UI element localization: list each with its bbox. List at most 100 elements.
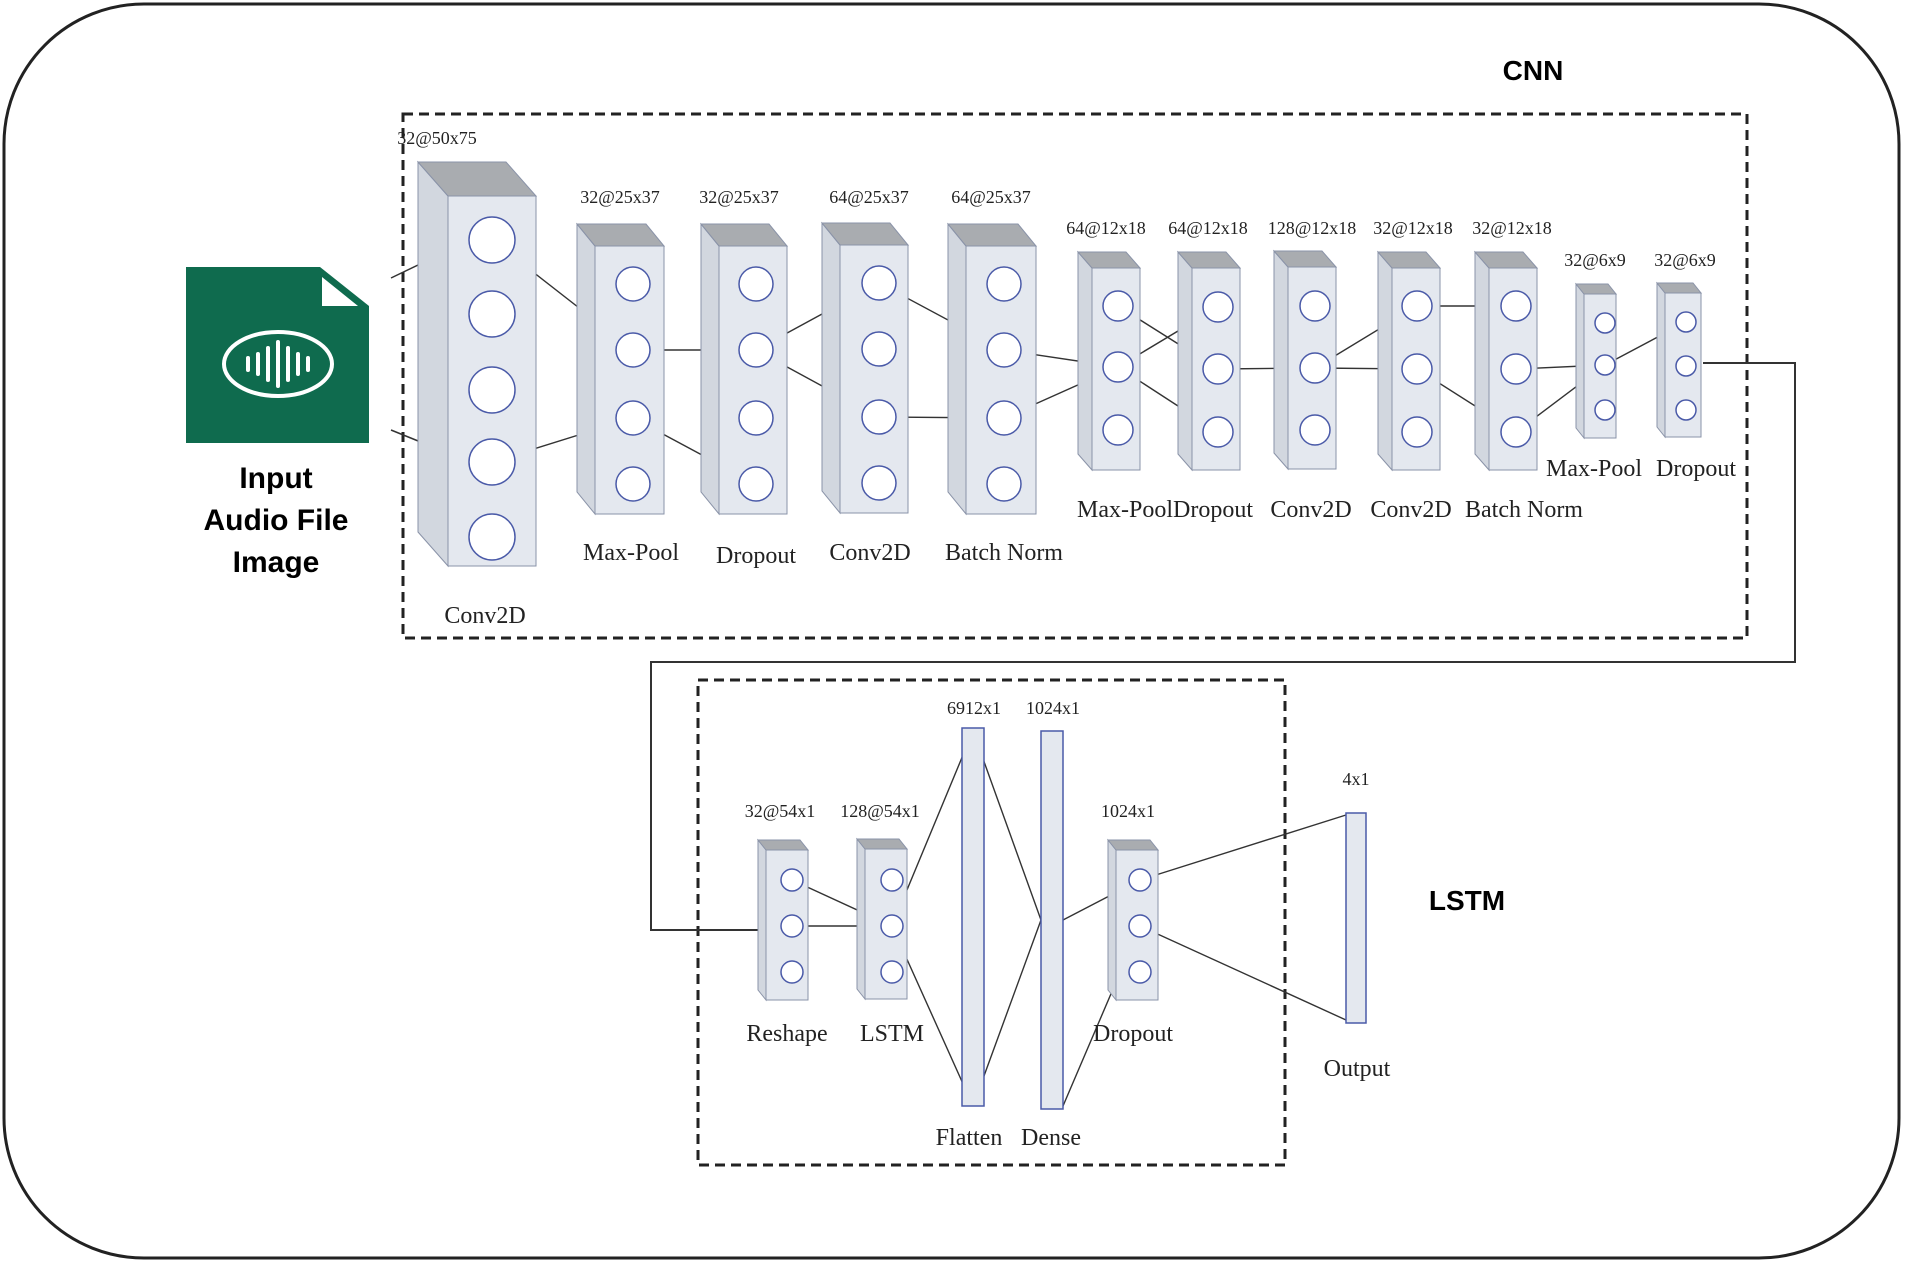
cnn-layer-shape: 32@25x37	[699, 187, 779, 207]
cnn-conv2d-node	[468, 290, 516, 338]
cnn-dropout-node	[1675, 399, 1697, 421]
lstm-reshape-node	[780, 960, 804, 984]
cnn-layer-name: Conv2D	[1370, 497, 1451, 523]
cnn-max-pool-node	[1102, 414, 1134, 446]
cnn-max-pool-node	[615, 400, 651, 436]
cnn-layer-name: Batch Norm	[1465, 497, 1583, 523]
lstm-layer-flatten-bar	[961, 727, 985, 1107]
lstm-layer-output-bar	[1345, 812, 1367, 1024]
lstm-dropout-node	[1128, 914, 1152, 938]
cnn-dropout-node	[1202, 353, 1234, 385]
lstm-section-box	[696, 678, 1287, 1167]
cnn-layer-name: Max-Pool	[1546, 456, 1642, 482]
cnn-conv2d-node	[468, 366, 516, 414]
lstm-reshape-node	[780, 868, 804, 892]
lstm-layer-shape: 128@54x1	[840, 801, 920, 821]
cnn-conv2d-node	[468, 438, 516, 486]
cnn-conv2d-node	[861, 331, 897, 367]
cnn-max-pool-node	[1102, 351, 1134, 383]
cnn-conv2d-node	[1299, 414, 1331, 446]
cnn-layer-shape: 32@6x9	[1654, 250, 1716, 270]
block-side-face	[576, 222, 596, 516]
block-top-face	[1106, 839, 1160, 851]
cnn-dropout-node	[1202, 291, 1234, 323]
connection-line	[1139, 925, 1347, 1021]
connection-line	[1139, 814, 1347, 881]
cnn-layer-max-pool-block	[575, 222, 666, 516]
cnn-conv2d-node	[1401, 353, 1433, 385]
cnn-dropout-node	[1202, 416, 1234, 448]
cnn-conv2d-node	[1299, 352, 1331, 384]
cnn-conv2d-node	[861, 265, 897, 301]
lstm-reshape-node	[780, 914, 804, 938]
cnn-conv2d-node	[861, 399, 897, 435]
cnn-dropout-node	[1675, 355, 1697, 377]
cnn-layer-shape: 64@25x37	[951, 187, 1031, 207]
block-side-face	[1273, 249, 1289, 471]
lstm-lstm-node	[880, 914, 904, 938]
cnn-layer-name: Conv2D	[829, 540, 910, 566]
cnn-dropout-node	[738, 266, 774, 302]
cnn-batch-norm-node	[986, 332, 1022, 368]
cnn-layer-conv2d-block	[820, 221, 910, 515]
cnn-dropout-node	[738, 466, 774, 502]
cnn-max-pool-node	[1594, 354, 1616, 376]
lstm-lstm-node	[880, 960, 904, 984]
cnn-max-pool-node	[1594, 312, 1616, 334]
block-side-face	[821, 221, 841, 515]
lstm-lstm-node	[880, 868, 904, 892]
cnn-dropout-node	[738, 332, 774, 368]
lstm-layer-shape: 4x1	[1343, 769, 1370, 789]
cnn-layer-shape: 128@12x18	[1268, 218, 1357, 238]
audio-file-icon	[186, 267, 369, 443]
block-top-face	[756, 839, 810, 851]
lstm-layer-name: LSTM	[860, 1021, 924, 1047]
cnn-layer-shape: 32@12x18	[1472, 218, 1552, 238]
cnn-max-pool-node	[615, 466, 651, 502]
cnn-layer-name: Dropout	[1656, 456, 1736, 482]
cnn-batch-norm-node	[1500, 290, 1532, 322]
block-side-face	[1377, 250, 1393, 472]
cnn-layer-name: Conv2D	[1270, 497, 1351, 523]
cnn-layer-name: Batch Norm	[945, 540, 1063, 566]
block-side-face	[1077, 250, 1093, 472]
cnn-conv2d-node	[1401, 290, 1433, 322]
input-label-line-2: Audio File	[204, 504, 349, 537]
cnn-section-label: CNN	[1503, 55, 1564, 86]
cnn-layer-shape: 32@12x18	[1373, 218, 1453, 238]
cnn-dropout-node	[1675, 311, 1697, 333]
cnn-batch-norm-node	[986, 266, 1022, 302]
cnn-layer-shape: 64@25x37	[829, 187, 909, 207]
cnn-conv2d-node	[1401, 416, 1433, 448]
cnn-batch-norm-node	[986, 400, 1022, 436]
block-side-face	[757, 838, 767, 1002]
input-label-line-3: Image	[233, 546, 320, 579]
cnn-layer-shape: 32@25x37	[580, 187, 660, 207]
cnn-max-pool-node	[615, 266, 651, 302]
lstm-layer-dense-bar	[1040, 730, 1064, 1110]
cnn-layer-name: Max-Pool	[583, 540, 679, 566]
lstm-dropout-node	[1128, 960, 1152, 984]
cnn-conv2d-node	[1299, 290, 1331, 322]
cnn-to-lstm-connector	[650, 362, 1796, 931]
cnn-layer-batch-norm-block	[946, 222, 1038, 516]
cnn-layer-name: Conv2D	[444, 603, 525, 629]
cnn-layer-name: Dropout	[1173, 497, 1253, 523]
cnn-layer-shape: 32@6x9	[1564, 250, 1626, 270]
cnn-max-pool-node	[615, 332, 651, 368]
cnn-section-box	[401, 112, 1749, 640]
cnn-layer-shape: 32@50x75	[397, 128, 477, 148]
cnn-layer-name: Dropout	[716, 543, 796, 569]
lstm-layer-name: Dense	[1021, 1125, 1081, 1151]
lstm-layer-shape: 6912x1	[947, 698, 1001, 718]
input-label-line-1: Input	[239, 462, 312, 495]
block-side-face	[700, 222, 720, 516]
lstm-layer-name: Output	[1324, 1056, 1391, 1082]
cnn-max-pool-node	[1102, 290, 1134, 322]
lstm-section-label: LSTM	[1429, 885, 1505, 916]
block-side-face	[1474, 250, 1490, 472]
cnn-conv2d-node	[468, 513, 516, 561]
block-side-face	[1575, 282, 1585, 440]
lstm-layer-shape: 1024x1	[1101, 801, 1155, 821]
